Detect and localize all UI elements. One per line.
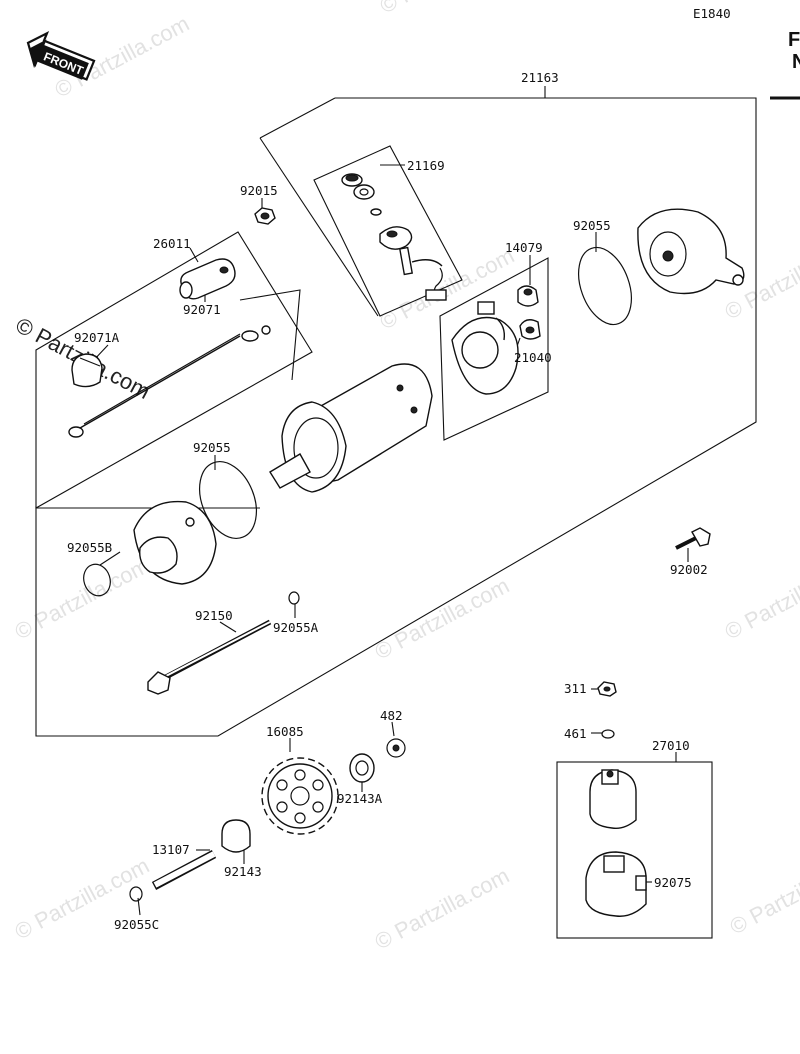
brush-parts-21040 [517, 285, 541, 340]
part-label-13107: 13107 [152, 842, 190, 857]
oring-92055-upper [578, 246, 632, 326]
guide-motor [239, 289, 301, 381]
watermark-layer: © Partzilla.com © Partzilla.com © Partzi… [11, 0, 800, 954]
part-label-92150: 92150 [195, 608, 233, 623]
diagram-code: E1840 [693, 6, 731, 21]
relay-27010 [589, 769, 637, 830]
bushing-92143A [349, 753, 375, 783]
oring-92055-mid [199, 461, 257, 539]
cable-26011 [68, 325, 271, 438]
part-label-14079: 14079 [505, 240, 543, 255]
oring-92055B [83, 563, 111, 597]
part-label-16085: 16085 [266, 724, 304, 739]
svg-text:© Partzilla.com: © Partzilla.com [371, 573, 514, 665]
part-label-92071: 92071 [183, 302, 221, 317]
watermark-9: © Partzilla.com [371, 863, 514, 955]
guide-brush-left [259, 137, 379, 317]
part-label-92055-upper: 92055 [573, 218, 611, 233]
watermark-10: © Partzilla.com [726, 848, 800, 940]
corner-letter-1: F [788, 29, 800, 51]
part-label-92055B: 92055B [67, 540, 112, 555]
part-label-92075: 92075 [654, 875, 692, 890]
svg-text:© Partzilla.com: © Partzilla.com [11, 553, 154, 645]
part-label-92071A: 92071A [74, 330, 120, 345]
watermark-7: © Partzilla.com [721, 553, 800, 645]
part-label-482: 482 [380, 708, 403, 723]
cable-subassembly-box [35, 231, 313, 509]
watermark-6: © Partzilla.com [371, 573, 514, 665]
relay-cover-92075 [585, 851, 647, 917]
gear-16085 [261, 757, 339, 835]
nut-311 [597, 681, 617, 697]
watermark-5: © Partzilla.com [11, 553, 154, 645]
part-label-26011: 26011 [153, 236, 191, 251]
part-label-21169: 21169 [407, 158, 445, 173]
circlip-482 [386, 738, 406, 758]
nut-92015 [254, 207, 276, 225]
svg-text:© Partzilla.com: © Partzilla.com [371, 863, 514, 955]
washer-461 [601, 729, 615, 739]
front-cover [133, 500, 217, 585]
part-label-92002: 92002 [670, 562, 708, 577]
bolt-92150 [147, 619, 272, 695]
watermark-1: © Partzilla.com [376, 0, 519, 18]
part-label-92143A: 92143A [337, 791, 383, 806]
boot-92071 [179, 258, 236, 300]
cap-92071A [71, 353, 103, 388]
part-labels: 21163 21169 92015 26011 92071 92071A 140… [67, 70, 708, 932]
corner-letter-2: N [792, 51, 800, 73]
guide-upper [259, 97, 336, 139]
part-label-461: 461 [564, 726, 587, 741]
bushing-92143 [221, 819, 251, 853]
oring-92055A [288, 591, 300, 605]
part-label-92015: 92015 [240, 183, 278, 198]
brush-plate-box [439, 257, 549, 441]
shaft-13107 [151, 850, 217, 890]
part-label-21040: 21040 [514, 350, 552, 365]
part-label-92055C: 92055C [114, 917, 159, 932]
svg-text:© Partzilla.com: © Partzilla.com [376, 0, 519, 18]
svg-text:© Partzilla.com: © Partzilla.com [721, 553, 800, 645]
brush-plate-14079 [451, 301, 519, 395]
part-label-92055A: 92055A [273, 620, 319, 635]
part-label-21163: 21163 [521, 70, 559, 85]
part-label-311: 311 [564, 681, 587, 696]
relay-box [556, 761, 713, 939]
bolt-92002 [675, 527, 711, 550]
motor-yoke [269, 363, 433, 493]
part-label-92055-mid: 92055 [193, 440, 231, 455]
svg-text:© Partzilla.com: © Partzilla.com [726, 848, 800, 940]
front-arrow-icon: FRONT [26, 30, 96, 81]
part-label-27010: 27010 [652, 738, 690, 753]
oring-92055C [129, 886, 143, 902]
brush-holder-parts [341, 173, 447, 301]
brush-holder-box [313, 145, 463, 317]
part-label-92143: 92143 [224, 864, 262, 879]
rear-cover [637, 208, 745, 295]
